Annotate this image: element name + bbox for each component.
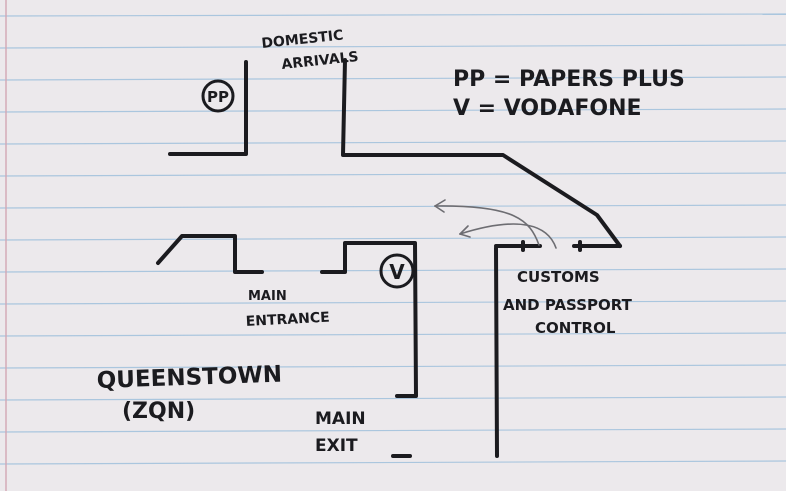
main-exit-label-2: EXIT bbox=[315, 436, 358, 456]
terminal-walls bbox=[156, 58, 622, 458]
customs-label: CUSTOMS bbox=[517, 268, 600, 286]
pp-marker-text: PP bbox=[207, 88, 229, 106]
airport-code: (ZQN) bbox=[122, 399, 195, 424]
passport-label: AND PASSPORT bbox=[503, 296, 633, 314]
pencil-arrows bbox=[434, 199, 557, 249]
domestic-label: DOMESTIC bbox=[261, 27, 344, 51]
main-entrance-label-2: ENTRANCE bbox=[245, 310, 330, 330]
customs-vertical-wall bbox=[494, 246, 499, 458]
control-label: CONTROL bbox=[535, 319, 616, 337]
entrance-left-wall bbox=[156, 234, 264, 274]
vodafone-marker: V bbox=[379, 253, 415, 289]
domestic-right-wall bbox=[341, 58, 622, 248]
v-marker-text: V bbox=[389, 260, 405, 284]
ruled-lines bbox=[0, 13, 786, 465]
main-entrance-label-1: MAIN bbox=[248, 289, 287, 304]
entrance-right-wall bbox=[320, 241, 418, 398]
legend-v: V = VODAFONE bbox=[453, 96, 642, 121]
domestic-left-wall bbox=[168, 60, 248, 156]
main-exit-label-1: MAIN bbox=[315, 409, 366, 429]
airport-name: QUEENSTOWN bbox=[96, 362, 282, 394]
legend-pp: PP = PAPERS PLUS bbox=[453, 67, 685, 92]
papers-plus-marker: PP bbox=[201, 79, 235, 113]
arrivals-label: ARRIVALS bbox=[281, 49, 360, 73]
arrow-upper bbox=[434, 205, 540, 246]
arrow-lower bbox=[459, 223, 557, 249]
